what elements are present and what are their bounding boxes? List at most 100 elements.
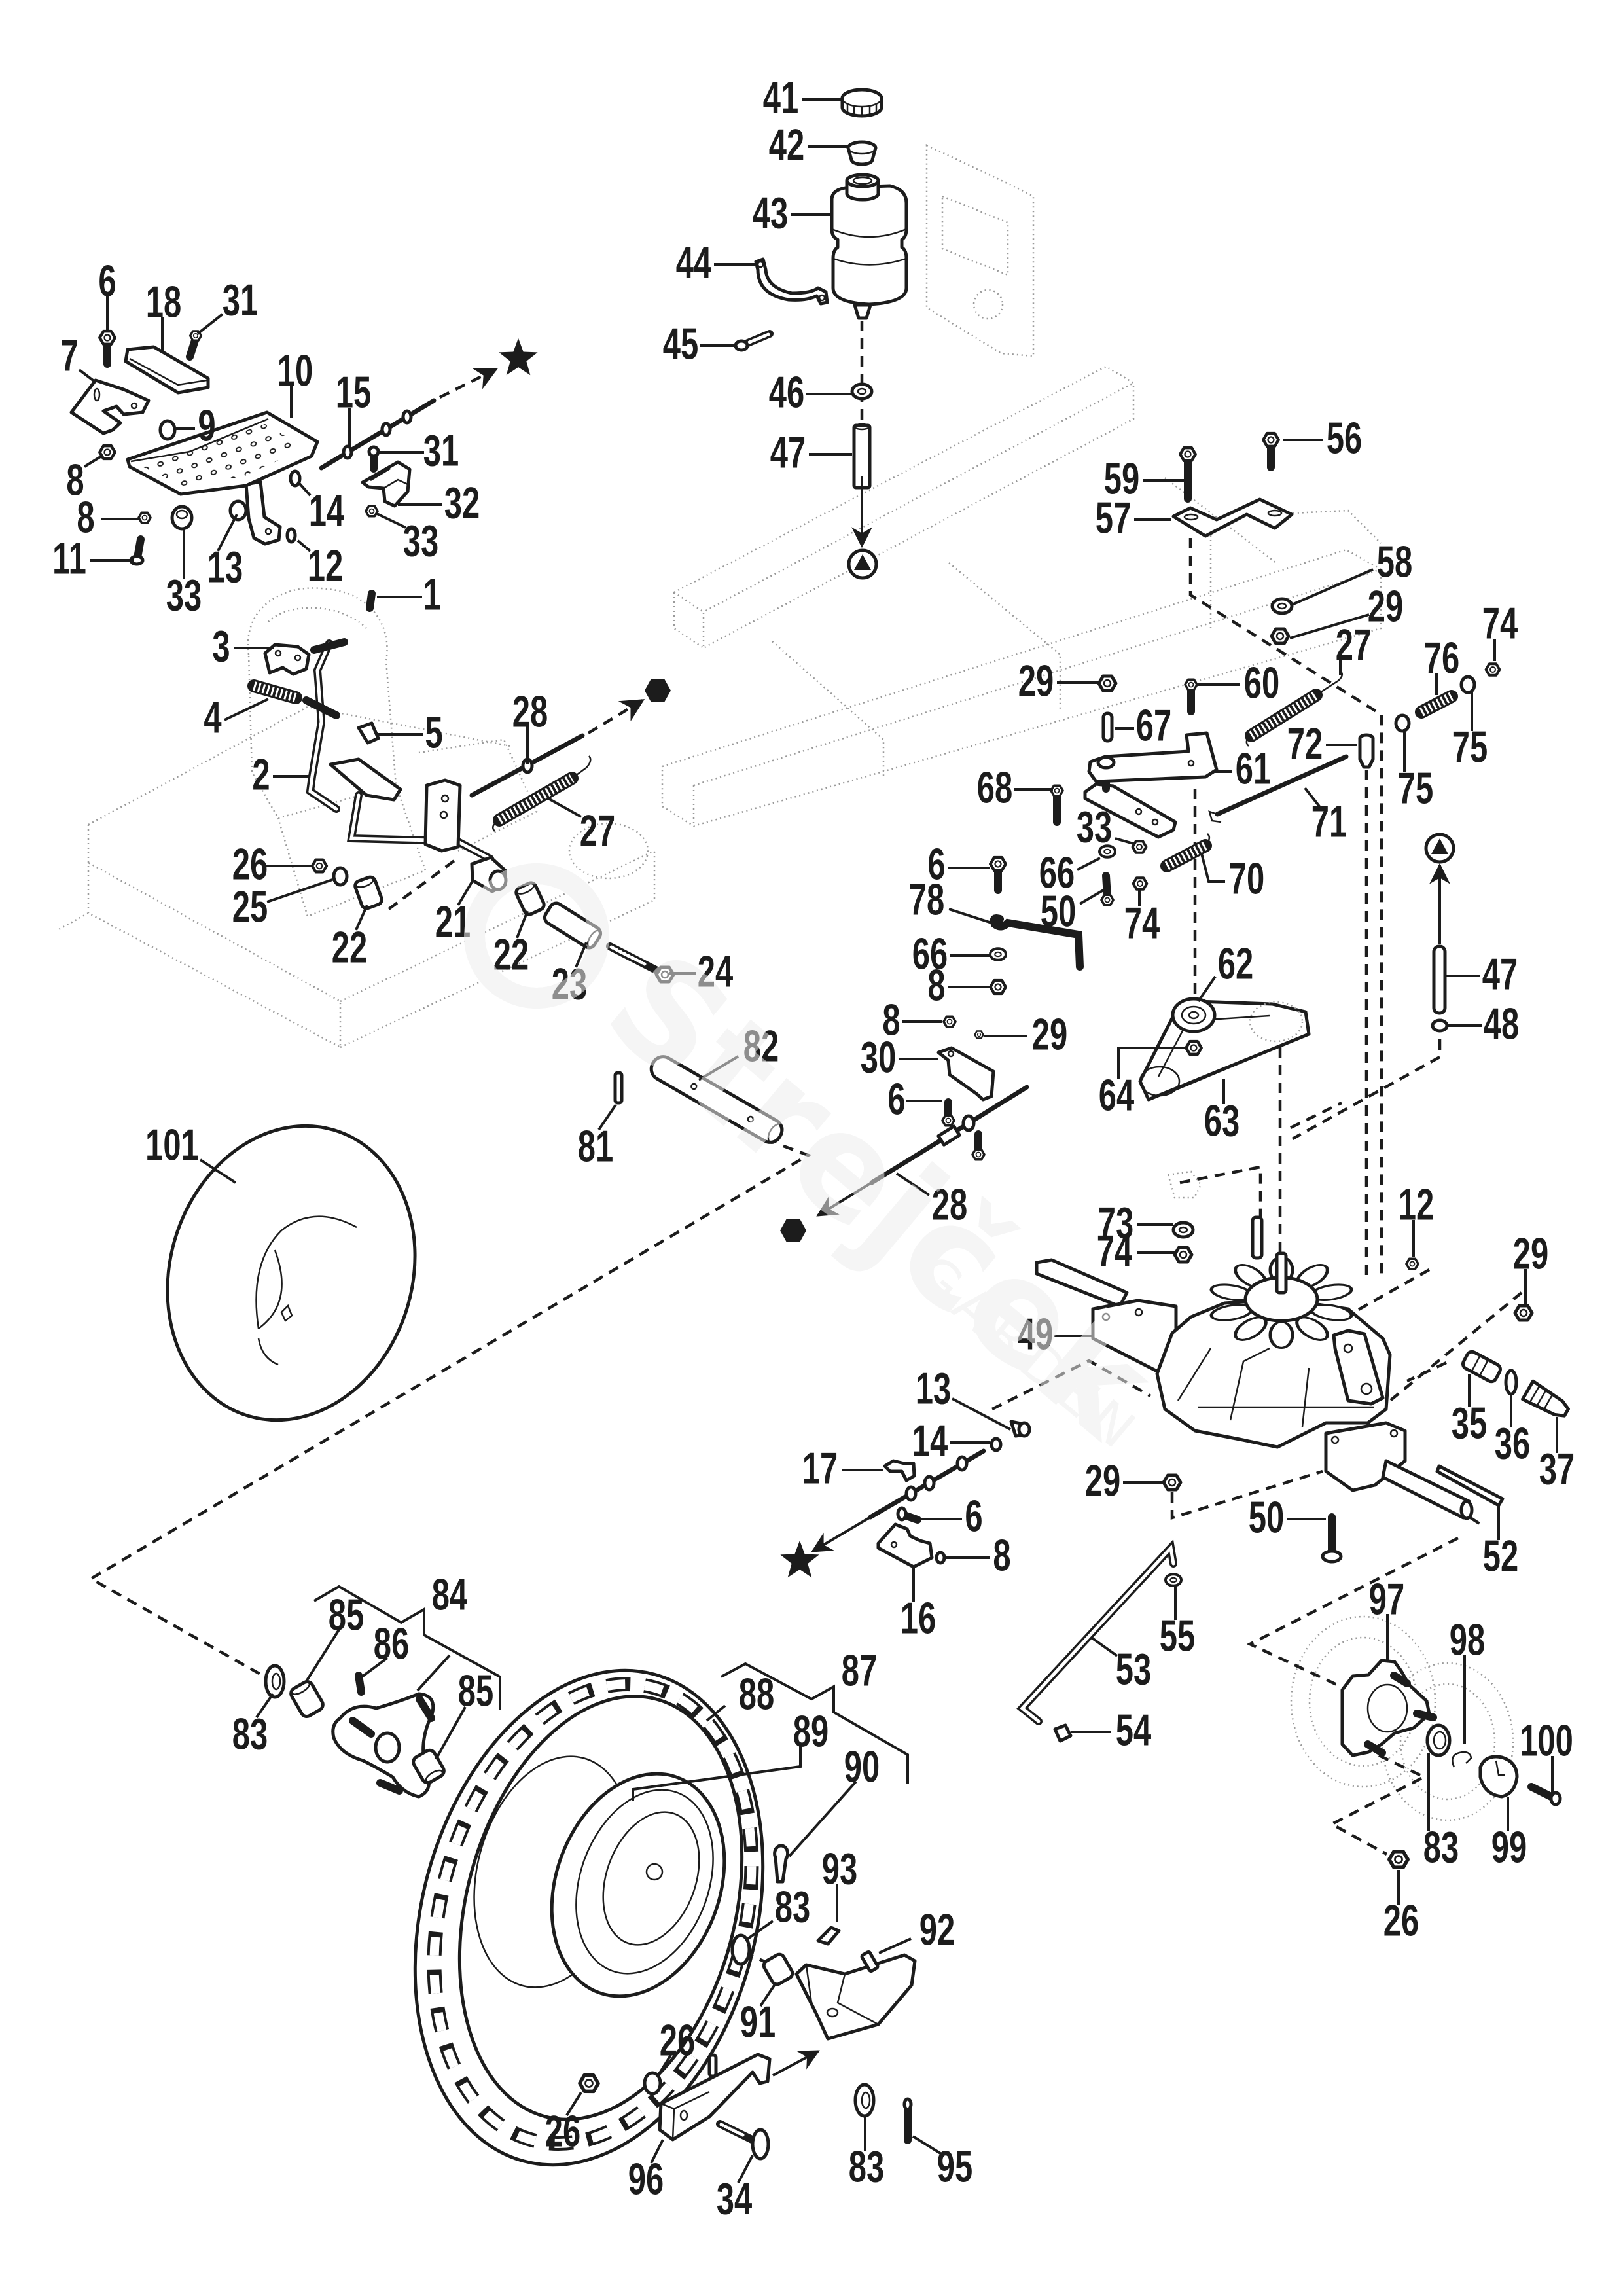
- nut: [1405, 1257, 1419, 1270]
- bolt-shaft: [134, 535, 145, 562]
- callout-label: 1: [423, 569, 440, 620]
- screw-thread: [747, 332, 770, 344]
- ring: [935, 1551, 946, 1565]
- spring: [1160, 839, 1212, 872]
- leader-line: [747, 1920, 774, 1940]
- leader-line: [217, 514, 238, 552]
- tire-valve: [773, 1844, 790, 1884]
- callout-label: 22: [332, 922, 367, 973]
- leader-line: [1115, 837, 1134, 845]
- assembly-line: [1291, 1039, 1442, 1140]
- bolt-head: [971, 1148, 986, 1161]
- pulley-ghost: [1249, 1001, 1304, 1043]
- callout-label: 22: [493, 929, 529, 980]
- cap-grip: [846, 105, 878, 116]
- washer-hole: [271, 1672, 281, 1691]
- ring: [285, 527, 297, 544]
- bracket-hole: [679, 2109, 688, 2121]
- callout-label: 26: [545, 2106, 580, 2157]
- leader-line: [266, 878, 333, 903]
- callout-label: 59: [1104, 454, 1139, 504]
- nut: [1389, 1852, 1408, 1867]
- callout-label: 78: [909, 874, 944, 925]
- callout-label: 52: [1483, 1531, 1518, 1581]
- fan-blade: [1270, 1322, 1293, 1348]
- washer: [332, 866, 349, 887]
- washer: [990, 948, 1006, 960]
- spring-coils: [1249, 691, 1319, 740]
- leader-line: [698, 1055, 740, 1081]
- leader-line: [1291, 568, 1374, 606]
- pedal-plate: [423, 778, 462, 853]
- spring: [247, 679, 302, 704]
- bolt-head: [751, 2128, 770, 2161]
- leader-line: [1091, 1637, 1118, 1657]
- plate-hole: [1151, 818, 1159, 826]
- leader-line: [878, 1937, 912, 1954]
- pulley-bore: [1188, 1011, 1200, 1020]
- callout-label: 85: [458, 1666, 493, 1716]
- arm-pivot: [1139, 1066, 1181, 1097]
- bolt-shaft: [1527, 1783, 1556, 1801]
- roll-pin: [613, 1071, 624, 1105]
- callout-label: 50: [1041, 886, 1076, 937]
- leader-line: [1289, 613, 1370, 639]
- bushing: [762, 1952, 794, 1986]
- callout-label: 74: [1482, 598, 1518, 649]
- callout-label: 8: [77, 492, 94, 543]
- bolt-head: [1184, 678, 1198, 691]
- idler-pulley: [1171, 997, 1217, 1033]
- leader-line: [597, 1103, 617, 1131]
- footplate-arm: [244, 480, 282, 546]
- callout-label: 29: [1018, 656, 1054, 706]
- bracket-slot: [1267, 509, 1283, 517]
- cable-clip: [883, 1459, 916, 1482]
- leader-line: [948, 908, 992, 924]
- bushing-body: [762, 1952, 794, 1986]
- callout-label: 61: [1236, 744, 1271, 794]
- bracket-hole: [130, 402, 138, 410]
- nut: [158, 419, 177, 441]
- callout-label: 67: [1136, 700, 1171, 751]
- leader-line: [546, 797, 582, 818]
- cotter-pin-head: [902, 2097, 913, 2111]
- callout-label: 33: [1077, 802, 1112, 852]
- washer: [1173, 1223, 1193, 1237]
- washer: [1166, 1574, 1181, 1586]
- leader-line: [1117, 1047, 1185, 1079]
- knuckle-edges: [805, 1964, 879, 2026]
- control-arm: [1087, 731, 1219, 783]
- callout-label: 72: [1287, 719, 1323, 769]
- wheel-rim: [550, 1772, 726, 1998]
- leader-line: [297, 481, 312, 497]
- hub-bore: [374, 1731, 401, 1764]
- nut: [137, 511, 152, 524]
- ring: [289, 469, 302, 488]
- assembly-line: [88, 1144, 812, 1681]
- assembly-line: [1170, 1469, 1323, 1520]
- bracket-hole: [294, 654, 302, 662]
- callout-label: 93: [822, 1844, 857, 1894]
- clamp-hole: [818, 294, 826, 302]
- leader-lines: [78, 98, 1558, 2183]
- leader-line: [650, 2139, 664, 2164]
- steering-knuckle: [794, 1953, 917, 2041]
- bushing-end: [355, 876, 374, 888]
- shaft: [649, 1055, 784, 1144]
- callout-label: 12: [1399, 1179, 1434, 1230]
- spacer-ghost: [1167, 1170, 1202, 1199]
- callout-label: 8: [993, 1530, 1010, 1581]
- bolt-head: [99, 331, 115, 344]
- cap-nut-top: [175, 509, 188, 520]
- plug-threads: [1529, 1385, 1554, 1410]
- plate-hole: [440, 794, 450, 803]
- transaxle-assembly: [1035, 1215, 1570, 1564]
- callout-label: 71: [1311, 797, 1347, 847]
- callout-label: 8: [882, 995, 900, 1045]
- cable-ferrule: [904, 1485, 918, 1502]
- bolt-head: [990, 857, 1005, 870]
- callout-label: 75: [1398, 763, 1433, 814]
- cable-ferrule: [923, 1475, 936, 1492]
- knuckle-hole: [826, 2007, 839, 2018]
- arm-hole: [264, 528, 272, 535]
